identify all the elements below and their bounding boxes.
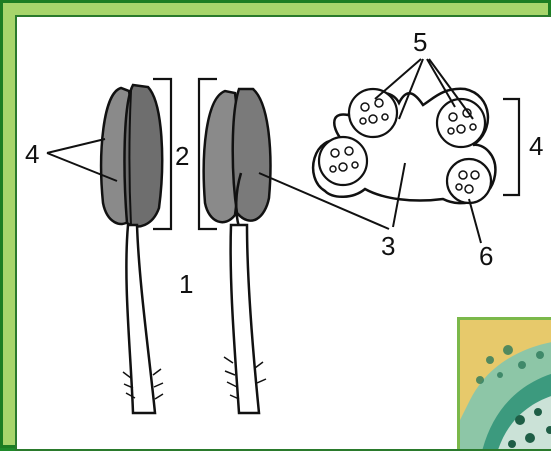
stamen-side-view: [204, 89, 271, 413]
pointer-line-6: [469, 199, 481, 243]
filament: [231, 225, 259, 413]
label-1: 1: [179, 269, 193, 299]
label-5: 5: [413, 27, 427, 57]
label-4-right: 4: [529, 131, 543, 161]
bracket-right: [503, 99, 519, 195]
pollen-sac-bottom-left: [319, 137, 367, 185]
filament: [126, 225, 155, 413]
diagram-panel: 4 2 1: [15, 15, 551, 451]
pollen-sac-top-left: [349, 89, 397, 137]
label-4-left: 4: [25, 139, 39, 169]
pollen-sac-top-right: [437, 99, 485, 147]
micrograph-image: [460, 320, 551, 451]
pollen-sac-bottom-right: [447, 159, 491, 203]
label-3: 3: [381, 231, 395, 261]
anther-lobe-right: [233, 89, 271, 221]
micrograph-inset: [457, 317, 551, 451]
label-2: 2: [175, 141, 189, 171]
stamen-front-view: [101, 85, 163, 413]
label-6: 6: [479, 241, 493, 271]
anther-cross-section: [313, 89, 519, 203]
